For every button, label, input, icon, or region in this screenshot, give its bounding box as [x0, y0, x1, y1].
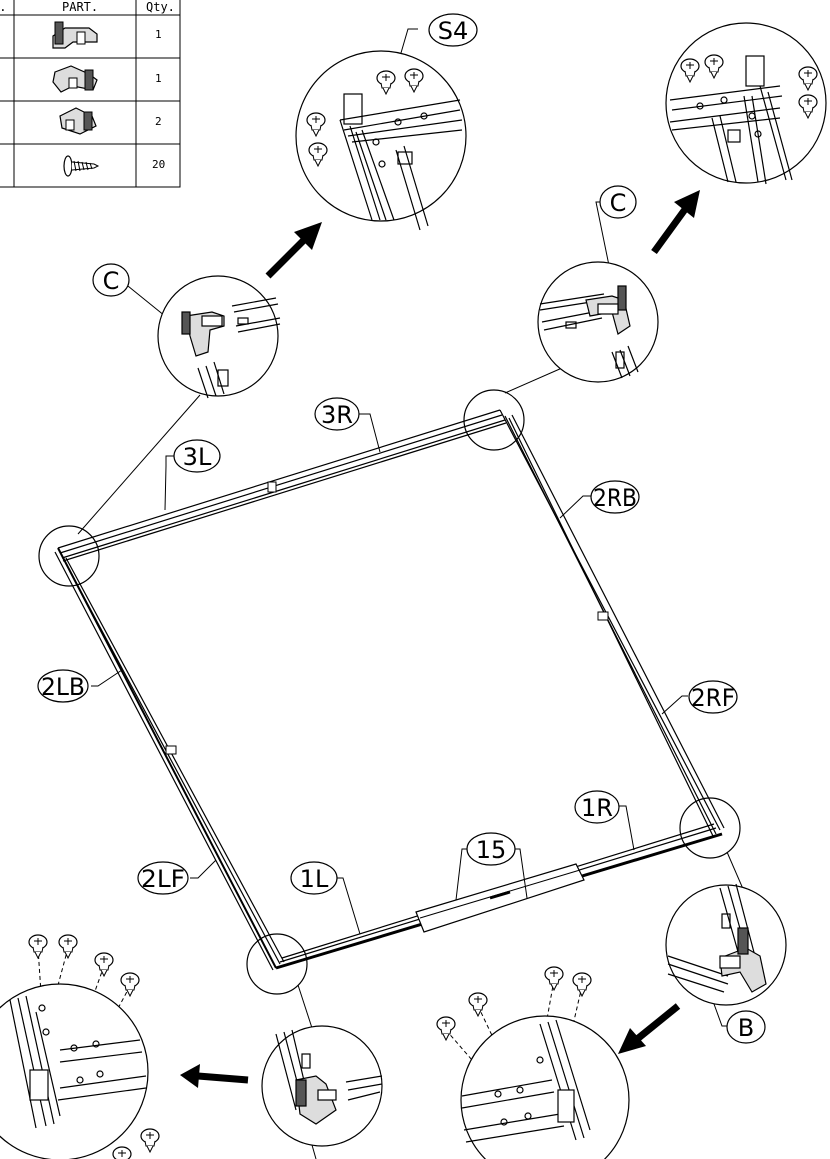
direction-arrows: [180, 190, 700, 1088]
label-1l: 1L: [290, 861, 338, 895]
label-15: 15: [466, 832, 516, 866]
svg-text:1L: 1L: [300, 865, 329, 893]
qty-row-3: 2: [155, 115, 162, 128]
detail-bottom-right: [436, 966, 630, 1159]
svg-text:2RB: 2RB: [593, 484, 637, 512]
table-header-part: PART.: [62, 0, 98, 14]
svg-text:C: C: [103, 267, 120, 295]
detail-c-right: [537, 261, 659, 383]
detail-bottom-left: [0, 934, 160, 1159]
qty-row-1: 1: [155, 28, 162, 41]
label-2lf: 2LF: [137, 861, 189, 895]
svg-text:2LB: 2LB: [41, 673, 85, 701]
label-3l: 3L: [173, 439, 221, 473]
arrow-up-right-left: [265, 222, 322, 279]
qty-row-2: 1: [155, 72, 162, 85]
svg-text:3R: 3R: [321, 401, 353, 429]
svg-text:C: C: [610, 189, 627, 217]
svg-text:3L: 3L: [183, 443, 212, 471]
parts-table: O. PART. Qty. 1 1 2 20: [0, 0, 181, 188]
svg-text:1R: 1R: [581, 794, 613, 822]
label-3r: 3R: [314, 397, 360, 431]
label-b: B: [726, 1010, 766, 1044]
svg-text:B: B: [738, 1014, 754, 1042]
svg-text:2LF: 2LF: [141, 865, 185, 893]
corner-bracket-icon: [59, 107, 97, 135]
svg-text:2RF: 2RF: [691, 684, 735, 712]
label-1r: 1R: [574, 790, 620, 824]
base-frame: [38, 389, 741, 995]
table-header-qty: Qty.: [146, 0, 175, 14]
corner-bracket-c-icon: [52, 21, 98, 49]
label-s4: S4: [428, 13, 478, 47]
corner-bracket-b-icon: [52, 65, 98, 93]
callout-labels: S4 C C 3R 3L 2RB 2LB 2RF: [37, 13, 766, 1044]
svg-text:S4: S4: [438, 17, 469, 45]
label-2rb: 2RB: [590, 480, 640, 514]
arrow-up-right-right: [651, 190, 700, 255]
arrow-down-left-b: [618, 1003, 681, 1054]
qty-row-4: 20: [152, 158, 165, 171]
detail-top-left: [295, 50, 467, 231]
table-header-no: O.: [0, 0, 6, 14]
label-c-right: C: [599, 185, 637, 219]
detail-bottom-center: [261, 1025, 383, 1147]
label-2rf: 2RF: [688, 680, 738, 714]
arrow-left-bottom: [180, 1064, 249, 1088]
detail-b: [665, 883, 787, 1006]
screw-icon: [63, 155, 100, 177]
detail-top-right: [665, 22, 827, 185]
detail-c-left: [157, 275, 281, 399]
label-2lb: 2LB: [37, 669, 89, 703]
label-c-left: C: [92, 263, 130, 297]
svg-text:15: 15: [476, 836, 507, 864]
detail-circles: [0, 22, 827, 1159]
